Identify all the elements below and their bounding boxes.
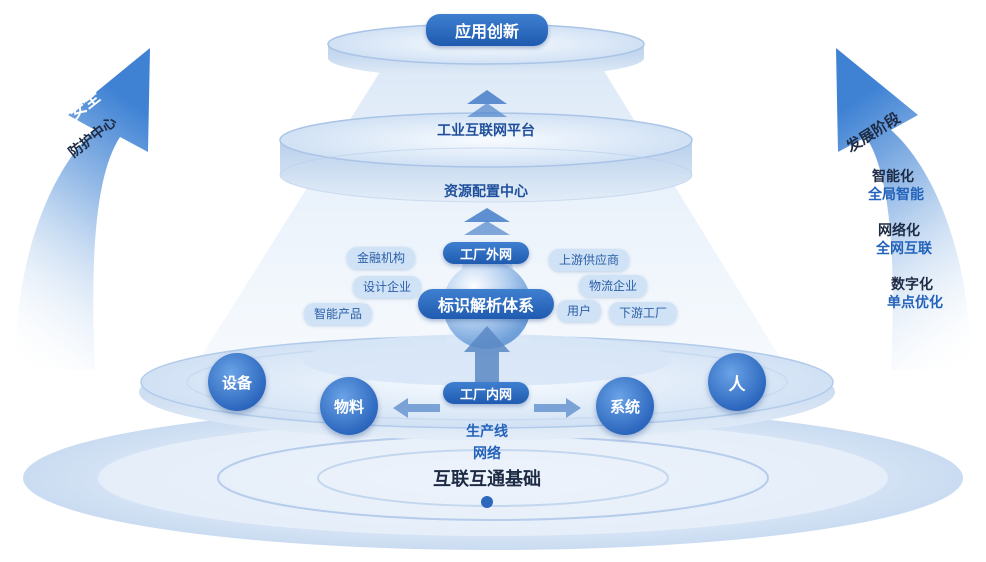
chevron-arrows [464, 90, 510, 235]
internal-network-pill: 工厂内网 [443, 382, 529, 404]
ground-rings [23, 406, 963, 550]
node-systems: 系统 [596, 377, 654, 435]
tag-downstream: 下游工厂 [609, 302, 678, 324]
production-line-label: 生产线 [466, 424, 508, 440]
tag-users: 用户 [557, 300, 602, 322]
tag-logistics: 物流企业 [579, 275, 648, 297]
resource-center-label: 资源配置中心 [444, 184, 528, 200]
stage-3-name: 数字化 [891, 277, 933, 293]
node-people: 人 [708, 353, 766, 411]
left-double-arrow-icon [393, 398, 440, 418]
tag-finance: 金融机构 [347, 247, 416, 269]
tag-design: 设计企业 [353, 276, 422, 298]
node-materials: 物料 [320, 377, 378, 435]
tag-upstream: 上游供应商 [549, 249, 630, 271]
foundation-dot [481, 496, 493, 508]
stage-2-name: 网络化 [878, 223, 920, 239]
left-arrow [15, 48, 150, 370]
right-double-arrow-icon [534, 398, 581, 418]
platform-disc [279, 112, 693, 203]
stage-1-name: 智能化 [872, 169, 914, 185]
external-network-pill: 工厂外网 [443, 242, 529, 264]
up-arrow-icon [464, 326, 510, 388]
app-innovation-pill: 应用创新 [426, 14, 548, 46]
foundation-label: 互联互通基础 [433, 469, 541, 490]
stage-2-desc: 全网互联 [876, 241, 932, 257]
right-arrow [836, 48, 971, 370]
identifier-system-pill: 标识解析体系 [418, 289, 554, 319]
node-equipment: 设备 [208, 353, 266, 411]
stage-3-desc: 单点优化 [887, 295, 943, 311]
network-label: 网络 [473, 446, 501, 462]
stage-1-desc: 全局智能 [868, 187, 924, 203]
platform-label: 工业互联网平台 [437, 123, 535, 139]
tag-smart-products: 智能产品 [304, 303, 373, 325]
